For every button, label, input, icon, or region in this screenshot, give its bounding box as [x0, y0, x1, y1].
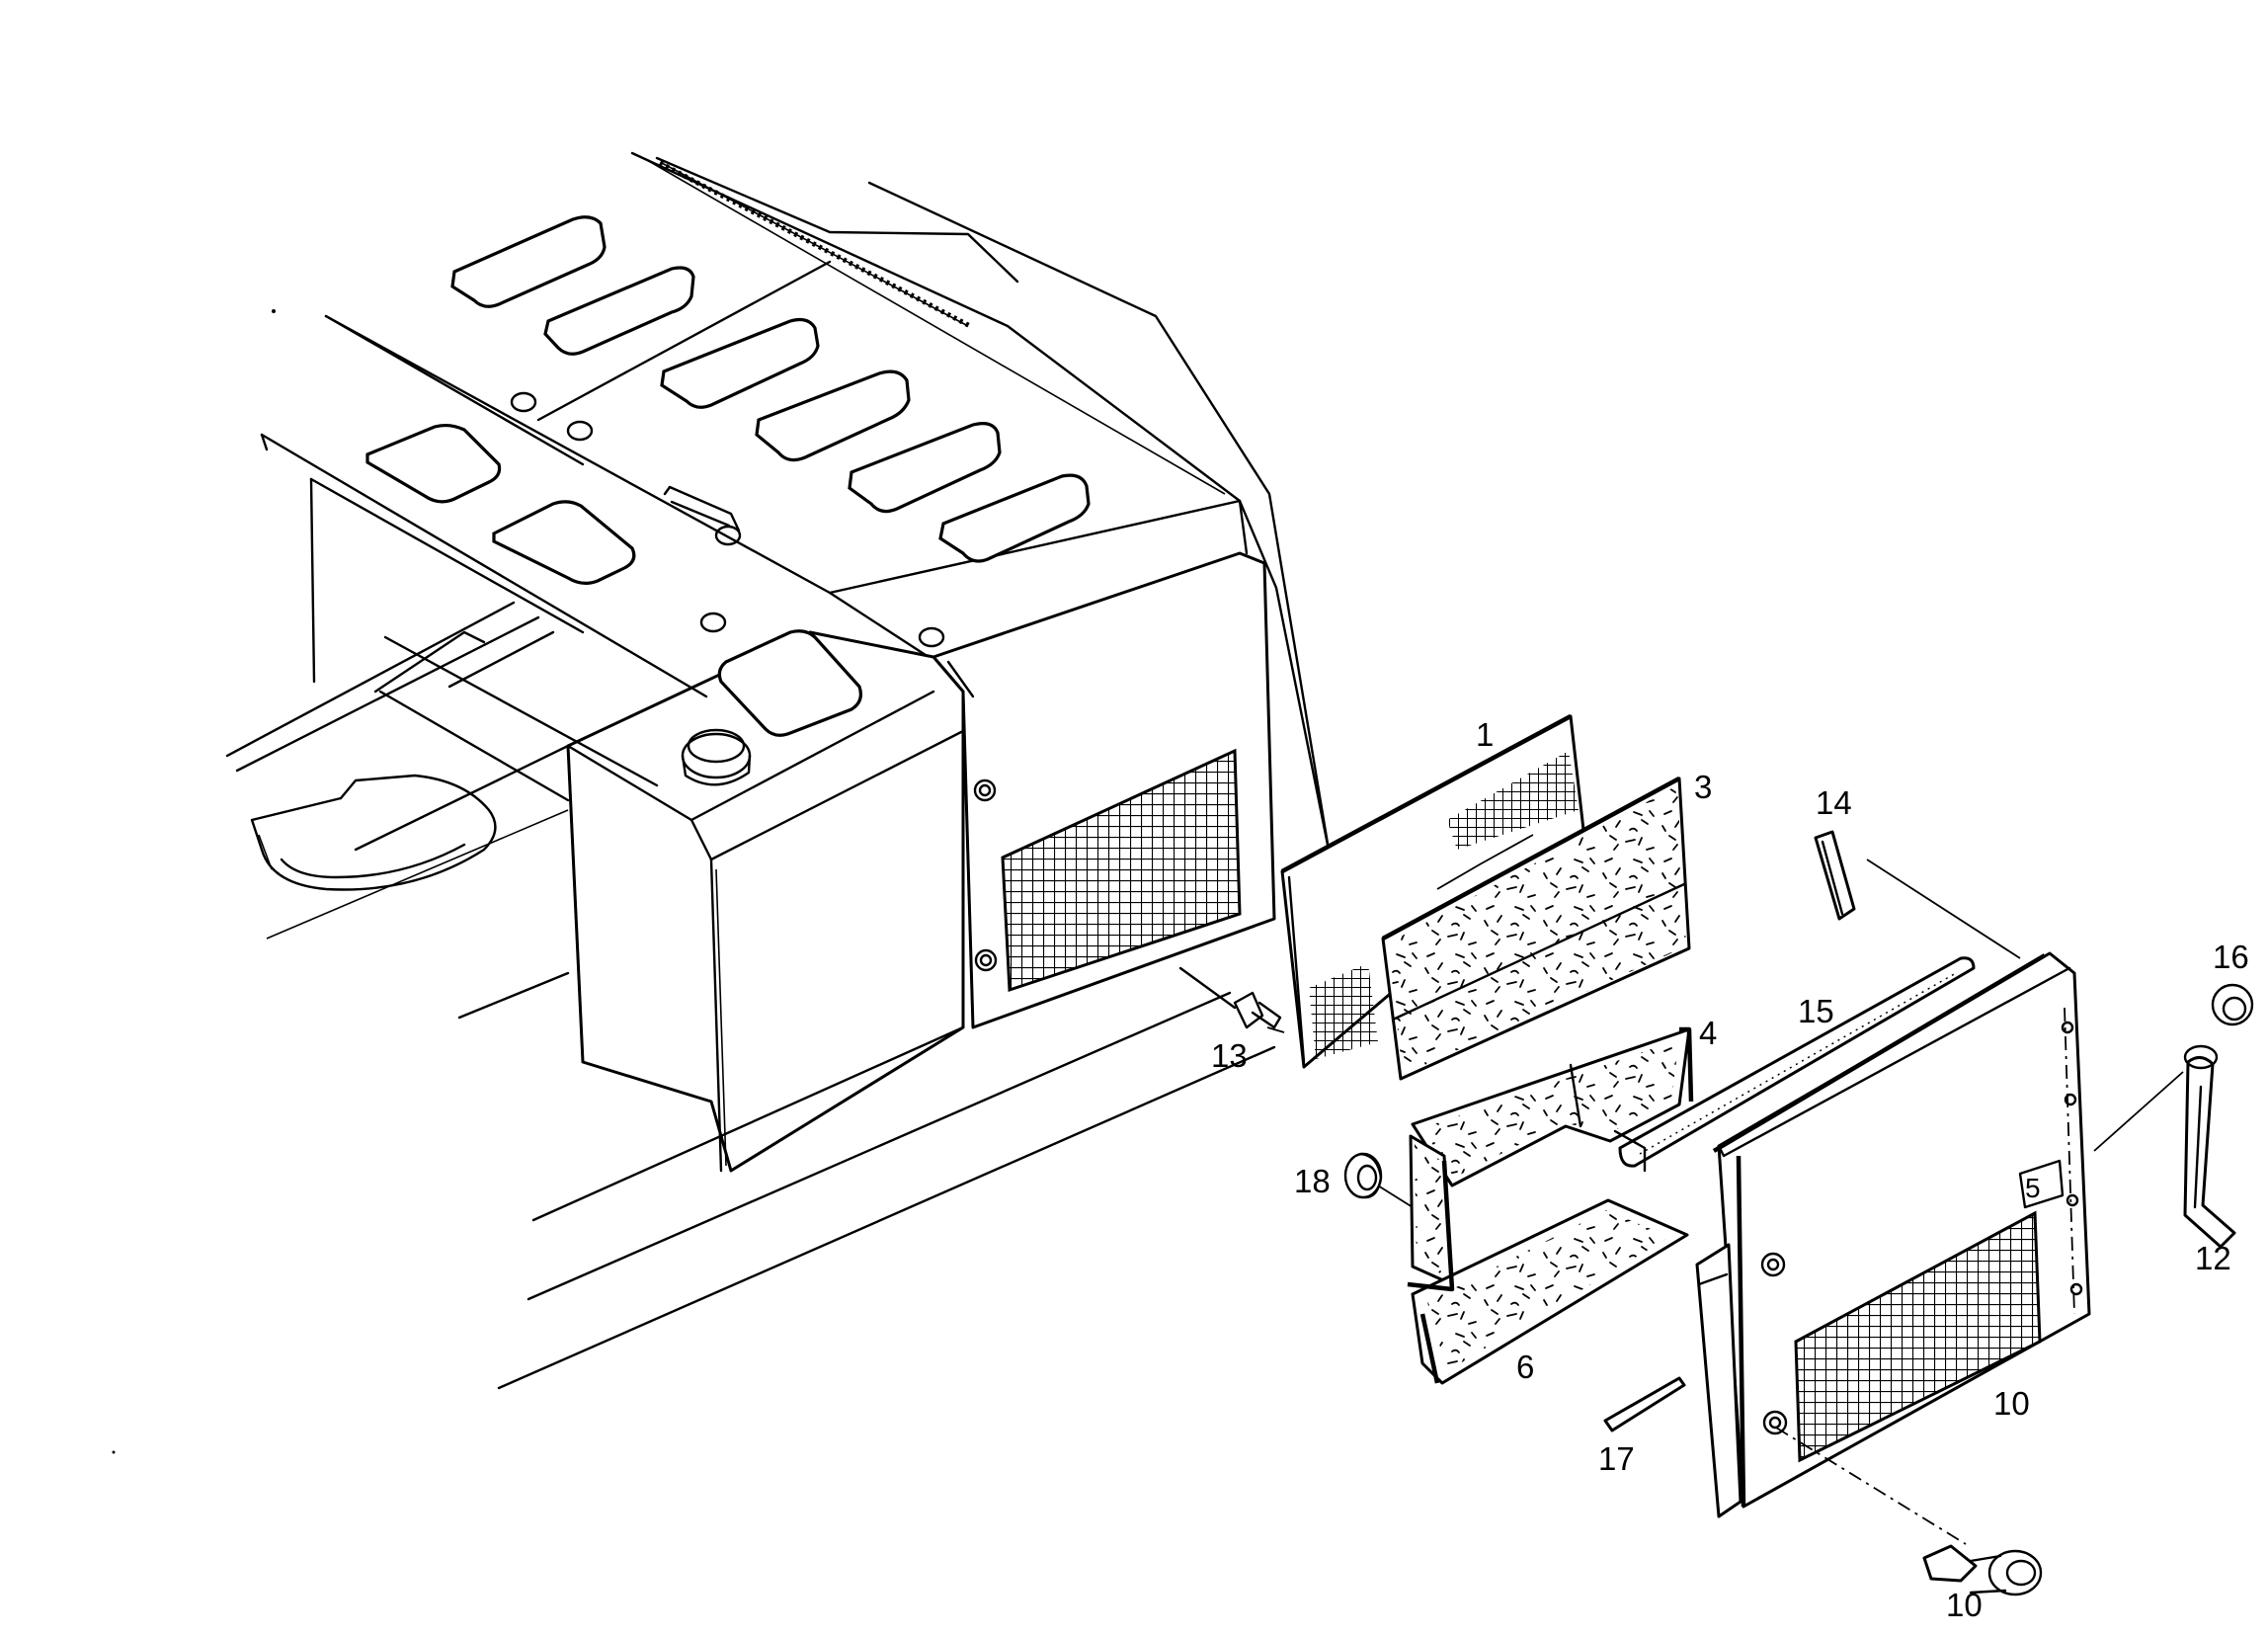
callout-16: 16 [2213, 939, 2249, 975]
callout-12: 12 [2195, 1240, 2231, 1276]
part-3-insulation-pad [1381, 777, 1691, 1081]
callout-labels: 1 3 4 6 10 10 12 13 14 15 16 17 18 [1211, 716, 2249, 1623]
part-4-insulation-pad [1411, 1026, 1694, 1187]
part-17-pin [1603, 1376, 1686, 1432]
callout-18: 18 [1294, 1163, 1331, 1199]
callout-13: 13 [1211, 1037, 1248, 1074]
callout-10-door: 10 [1993, 1385, 2030, 1422]
callout-4: 4 [1699, 1015, 1717, 1051]
part-13-rivet [1178, 966, 1282, 1029]
part-10-latch [1922, 1544, 2043, 1596]
callout-15: 15 [1798, 993, 1834, 1029]
leader-lines [1266, 834, 2184, 1545]
machine-body [112, 151, 1331, 1454]
callout-14: 14 [1816, 784, 1852, 821]
callout-1: 1 [1476, 716, 1494, 753]
door-stamp-text: 5 [2025, 1173, 2041, 1203]
part-10-door: 5 [1695, 951, 2091, 1518]
callout-3: 3 [1694, 769, 1712, 805]
part-18-washer [1343, 1152, 1383, 1199]
part-16-grommet [2211, 983, 2254, 1026]
part-12-hinge-pin [2183, 1044, 2236, 1249]
callout-17: 17 [1598, 1440, 1635, 1477]
part-1-grille-panel [1280, 714, 1585, 1069]
part-14-retainer [1814, 830, 1856, 921]
part-15-seal-strip [1613, 956, 1976, 1173]
part-6-insulation-pad [1407, 1134, 1689, 1385]
callout-6: 6 [1516, 1349, 1534, 1385]
callout-10-latch: 10 [1946, 1587, 1983, 1623]
